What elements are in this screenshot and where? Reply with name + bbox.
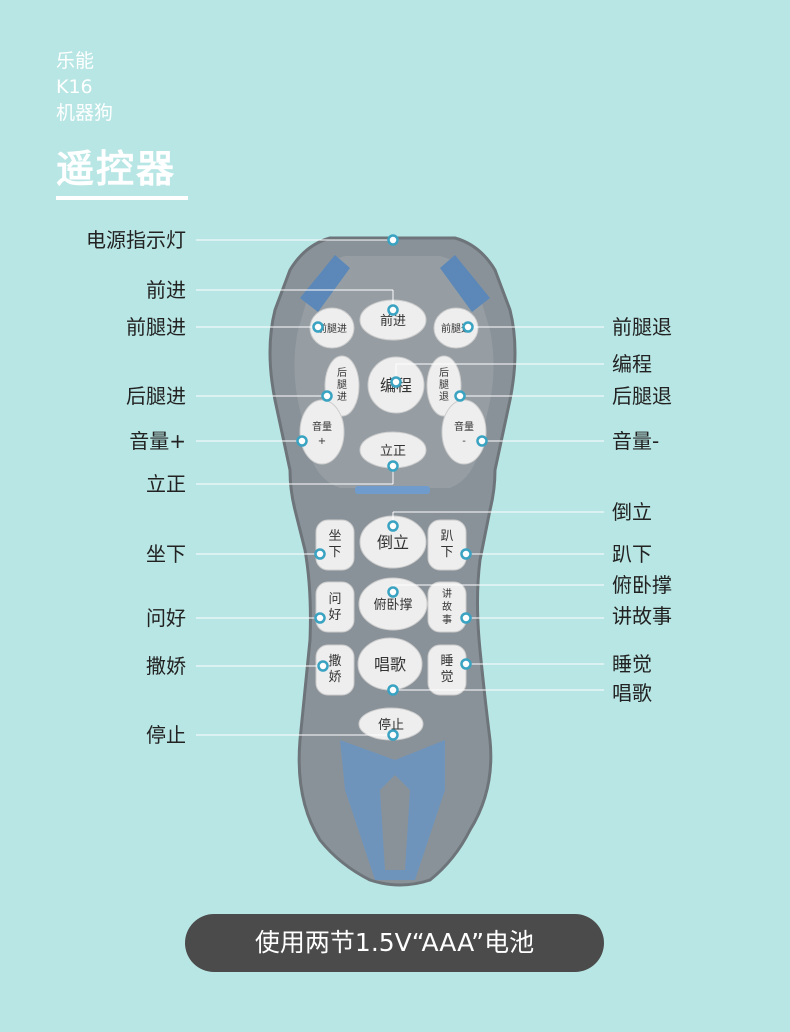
svg-text:腿: 腿 [337, 379, 347, 391]
svg-text:+: + [318, 436, 326, 447]
title-underline [56, 196, 188, 200]
svg-text:腿: 腿 [439, 379, 449, 391]
middle-accent-bar [355, 486, 430, 494]
label-forward: 前进 [146, 278, 186, 302]
svg-text:趴: 趴 [440, 529, 453, 544]
svg-text:倒立: 倒立 [377, 533, 409, 552]
rear-leg-back-button: 后 腿 退 [426, 355, 462, 417]
svg-text:下: 下 [440, 545, 453, 560]
svg-text:睡: 睡 [440, 654, 453, 669]
label-volume-up: 音量+ [129, 429, 186, 453]
svg-text:讲: 讲 [442, 587, 452, 600]
label-act-cute: 撒娇 [146, 654, 186, 678]
label-front-leg-back: 前腿退 [612, 315, 672, 339]
product-type: 机器狗 [56, 102, 114, 124]
push-up-button: 俯卧撑 [358, 577, 428, 631]
model-name: K16 [56, 76, 93, 98]
battery-note-pill: 使用两节1.5V“AAA”电池 [185, 914, 604, 972]
label-greet: 问好 [146, 606, 186, 630]
label-lie-down: 趴下 [612, 542, 652, 566]
label-front-leg-forward: 前腿进 [126, 315, 186, 339]
brand-name: 乐能 [56, 50, 95, 72]
brand-block: 乐能 K16 机器狗 [56, 48, 113, 126]
svg-text:-: - [462, 436, 466, 447]
svg-text:退: 退 [439, 391, 449, 403]
label-push-up: 俯卧撑 [612, 573, 672, 597]
left-top-accent [300, 255, 350, 312]
tell-story-button: 讲 故 事 [427, 581, 467, 633]
label-tell-story: 讲故事 [612, 604, 672, 628]
svg-text:觉: 觉 [440, 670, 453, 685]
svg-text:故: 故 [442, 600, 452, 613]
label-sit-down: 坐下 [146, 542, 186, 566]
label-program: 编程 [612, 352, 652, 376]
greet-button: 问 好 [315, 581, 355, 633]
lie-down-button: 趴 下 [427, 519, 467, 571]
label-rear-leg-back: 后腿退 [612, 384, 672, 408]
label-sleep: 睡觉 [612, 652, 652, 676]
svg-text:前进: 前进 [380, 313, 406, 329]
callout-lines [196, 239, 604, 736]
right-top-accent [440, 255, 490, 312]
volume-down-button: 音量 - [441, 399, 487, 465]
volume-up-button: 音量 + [299, 399, 345, 465]
front-leg-forward-button: 前腿进 [309, 307, 355, 349]
svg-text:娇: 娇 [328, 670, 341, 685]
svg-text:前腿进: 前腿进 [317, 322, 347, 335]
svg-text:音量: 音量 [312, 420, 332, 433]
svg-text:下: 下 [328, 545, 341, 560]
sit-down-button: 坐 下 [315, 519, 355, 571]
sleep-button: 睡 觉 [427, 644, 467, 696]
svg-text:停止: 停止 [378, 717, 404, 733]
label-handstand: 倒立 [612, 500, 652, 524]
svg-text:撒: 撒 [328, 653, 341, 669]
svg-text:后: 后 [337, 367, 347, 379]
label-stop: 停止 [146, 723, 186, 747]
label-rear-leg-forward: 后腿进 [126, 384, 186, 408]
svg-text:问: 问 [328, 592, 341, 607]
svg-text:后: 后 [439, 367, 449, 379]
svg-text:事: 事 [442, 613, 452, 626]
label-power-indicator: 电源指示灯 [86, 228, 186, 252]
label-stand-straight: 立正 [146, 472, 186, 496]
callout-markers [296, 234, 488, 741]
svg-text:坐: 坐 [328, 529, 341, 544]
stop-button: 停止 [358, 707, 424, 741]
svg-text:进: 进 [337, 391, 347, 403]
svg-text:好: 好 [328, 608, 341, 623]
rear-leg-forward-button: 后 腿 进 [324, 355, 360, 417]
forward-button: 前进 [359, 299, 427, 341]
svg-text:俯卧撑: 俯卧撑 [373, 597, 412, 613]
svg-text:音量: 音量 [454, 420, 474, 433]
svg-text:唱歌: 唱歌 [374, 655, 406, 674]
label-sing: 唱歌 [612, 681, 652, 705]
svg-text:立正: 立正 [380, 444, 406, 459]
page-title: 遥控器 [56, 147, 177, 191]
bottom-accent-inner [380, 775, 410, 870]
sing-button: 唱歌 [357, 637, 423, 691]
stand-straight-button: 立正 [359, 431, 427, 469]
act-cute-button: 撒 娇 [315, 644, 355, 696]
label-volume-down: 音量- [612, 429, 660, 453]
